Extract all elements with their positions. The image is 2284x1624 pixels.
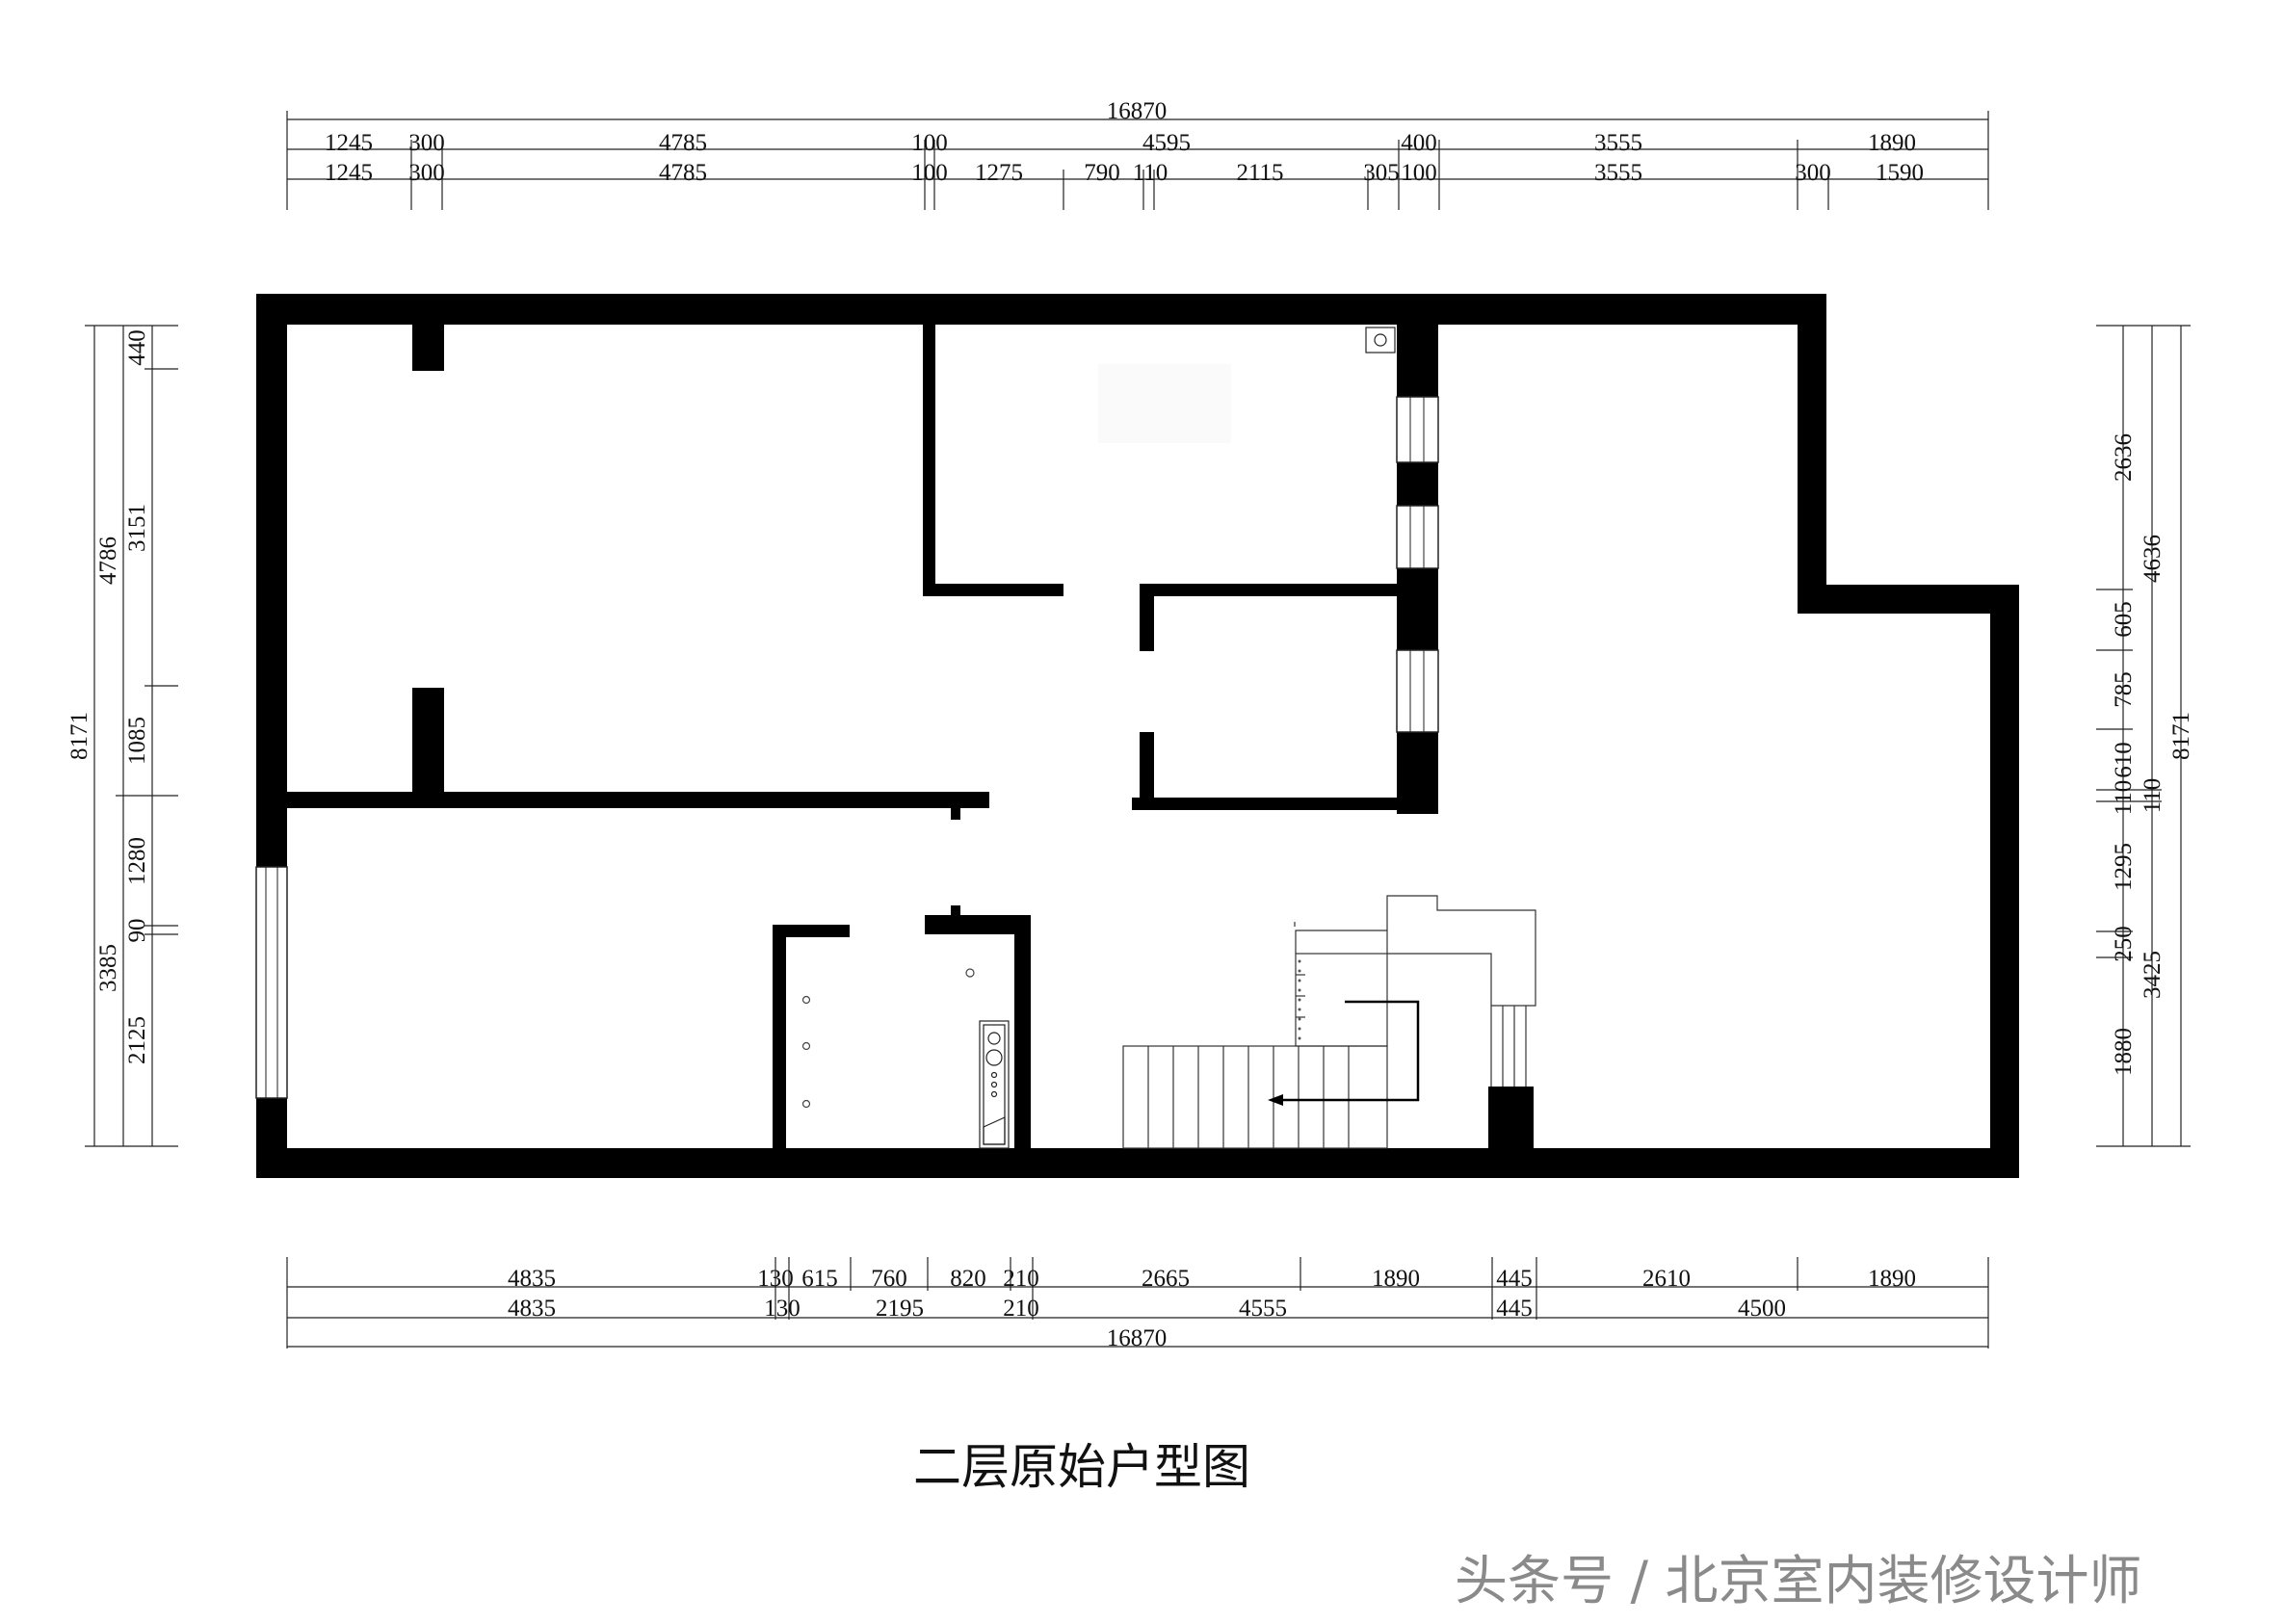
top-row1-label: 1245 bbox=[325, 130, 373, 156]
bottom-total: 16870 bbox=[1107, 1325, 1168, 1351]
top-row2-label: 305 bbox=[1363, 160, 1400, 186]
bottom-row1-label: 2610 bbox=[1642, 1266, 1691, 1292]
right-outer-label: 3425 bbox=[2140, 951, 2166, 999]
left-total: 8171 bbox=[66, 712, 92, 760]
top-total: 16870 bbox=[1107, 98, 1168, 124]
top-row2-label: 1245 bbox=[325, 160, 373, 186]
left-dimension-labels: 8171 4786 3385 440 3151 1085 1280 90 212… bbox=[66, 329, 150, 1064]
right-inner-label: 110 bbox=[2111, 780, 2137, 816]
bottom-row1-label: 130 bbox=[757, 1266, 794, 1292]
right-inner-label: 605 bbox=[2111, 601, 2137, 638]
top-row2-label: 100 bbox=[1401, 160, 1437, 186]
bottom-dimension-labels: 4835 130 615 760 820 210 2665 1890 445 2… bbox=[508, 1266, 1916, 1351]
left-outer-label: 3385 bbox=[95, 944, 121, 992]
right-inner-label: 1295 bbox=[2111, 843, 2137, 891]
top-row1-label: 100 bbox=[911, 130, 948, 156]
bottom-row1-label: 1890 bbox=[1372, 1266, 1420, 1292]
staircase-icon bbox=[1122, 895, 1536, 1149]
right-total: 8171 bbox=[2168, 712, 2194, 760]
window-east-2 bbox=[1396, 505, 1439, 569]
bottom-row1-label: 4835 bbox=[508, 1266, 556, 1292]
top-row2-label: 4785 bbox=[659, 160, 707, 186]
left-inner-label: 440 bbox=[124, 329, 150, 366]
left-dimension-lines bbox=[85, 325, 178, 1147]
interior-walls bbox=[287, 325, 1534, 1156]
top-row2-label: 110 bbox=[1133, 160, 1168, 186]
bottom-row1-label: 445 bbox=[1496, 1266, 1533, 1292]
exterior-walls bbox=[256, 294, 2019, 1178]
top-row2-label: 3555 bbox=[1594, 160, 1642, 186]
bottom-row2-label: 2195 bbox=[876, 1296, 924, 1322]
top-row1-label: 4785 bbox=[659, 130, 707, 156]
top-row1-label: 400 bbox=[1401, 130, 1437, 156]
top-dimension-lines bbox=[286, 111, 1989, 210]
top-row2-label: 300 bbox=[1795, 160, 1831, 186]
window-east-1 bbox=[1396, 396, 1439, 463]
right-inner-label: 785 bbox=[2111, 671, 2137, 708]
bottom-row1-label: 1890 bbox=[1868, 1266, 1916, 1292]
right-inner-label: 2636 bbox=[2111, 433, 2137, 482]
top-row1-label: 300 bbox=[408, 130, 445, 156]
left-inner-label: 2125 bbox=[124, 1016, 150, 1064]
bottom-row2-label: 4555 bbox=[1239, 1296, 1287, 1322]
right-inner-label: 250 bbox=[2111, 926, 2137, 962]
bottom-row2-label: 4835 bbox=[508, 1296, 556, 1322]
right-dimension-lines bbox=[2096, 325, 2191, 1147]
right-inner-label: 610 bbox=[2111, 742, 2137, 778]
floor-drain-icon bbox=[1365, 327, 1396, 354]
left-inner-label: 1280 bbox=[124, 837, 150, 885]
bathroom-fixtures bbox=[801, 968, 975, 1109]
left-outer-label: 4786 bbox=[95, 537, 121, 585]
top-row2-label: 1275 bbox=[975, 160, 1023, 186]
stair-direction-arrow bbox=[1268, 1000, 1420, 1106]
bathtub-icon bbox=[979, 1020, 1010, 1149]
top-row2-label: 300 bbox=[408, 160, 445, 186]
bottom-row1-label: 2665 bbox=[1142, 1266, 1190, 1292]
bottom-row1-label: 820 bbox=[950, 1266, 986, 1292]
bottom-row2-label: 4500 bbox=[1738, 1296, 1786, 1322]
top-row2-label: 100 bbox=[911, 160, 948, 186]
bottom-row2-label: 210 bbox=[1003, 1296, 1039, 1322]
bottom-row2-label: 130 bbox=[764, 1296, 801, 1322]
top-row2-label: 2115 bbox=[1236, 160, 1283, 186]
bottom-row2-label: 445 bbox=[1496, 1296, 1533, 1322]
page-title: 二层原始户型图 bbox=[913, 1439, 1250, 1495]
window-east-3 bbox=[1396, 649, 1439, 733]
top-row1-label: 1890 bbox=[1868, 130, 1916, 156]
top-row1-label: 3555 bbox=[1594, 130, 1642, 156]
bottom-row1-label: 210 bbox=[1003, 1266, 1039, 1292]
top-dimension-labels: 16870 1245 300 4785 100 4595 400 3555 18… bbox=[325, 98, 1924, 186]
left-inner-label: 1085 bbox=[124, 717, 150, 765]
right-dimension-labels: 8171 4636 110 3425 2636 605 785 610 110 … bbox=[2111, 433, 2194, 1076]
window-west bbox=[255, 866, 288, 1099]
bottom-row1-label: 760 bbox=[871, 1266, 907, 1292]
watermark: 头条号 / 北京室内装修设计师 bbox=[1455, 1550, 2142, 1611]
faint-patch bbox=[1098, 364, 1231, 443]
top-row2-label: 1590 bbox=[1876, 160, 1924, 186]
bottom-row1-label: 615 bbox=[801, 1266, 838, 1292]
right-inner-label: 1880 bbox=[2111, 1028, 2137, 1076]
right-outer-label: 4636 bbox=[2140, 535, 2166, 583]
top-row2-label: 790 bbox=[1084, 160, 1120, 186]
bottom-dimension-lines bbox=[286, 1257, 1989, 1349]
top-row1-label: 4595 bbox=[1142, 130, 1191, 156]
right-outer-label: 110 bbox=[2140, 778, 2166, 814]
left-inner-label: 3151 bbox=[124, 504, 150, 552]
left-inner-label: 90 bbox=[124, 919, 150, 943]
